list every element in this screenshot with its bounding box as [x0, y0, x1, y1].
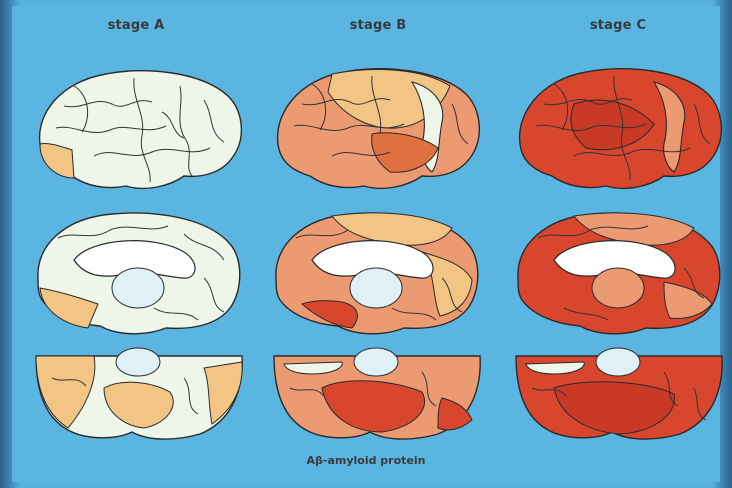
stage-c-label: stage C: [518, 18, 718, 33]
stage-b-medial-brain: [272, 208, 482, 338]
stage-b-label: stage B: [278, 18, 478, 33]
stage-b-lateral-brain: [272, 64, 482, 194]
stage-c-ventral-brain: [514, 348, 726, 442]
stage-a-ventral-brain: [34, 348, 244, 442]
stage-c-medial-brain: [514, 208, 726, 338]
stage-a-label: stage A: [36, 18, 236, 33]
stage-b-ventral-brain: [272, 348, 482, 442]
stage-a-medial-brain: [34, 208, 244, 338]
stage-a-lateral-brain: [34, 66, 244, 194]
caption: Aβ-amyloid protein: [236, 454, 496, 467]
stage-c-lateral-brain: [514, 64, 726, 194]
